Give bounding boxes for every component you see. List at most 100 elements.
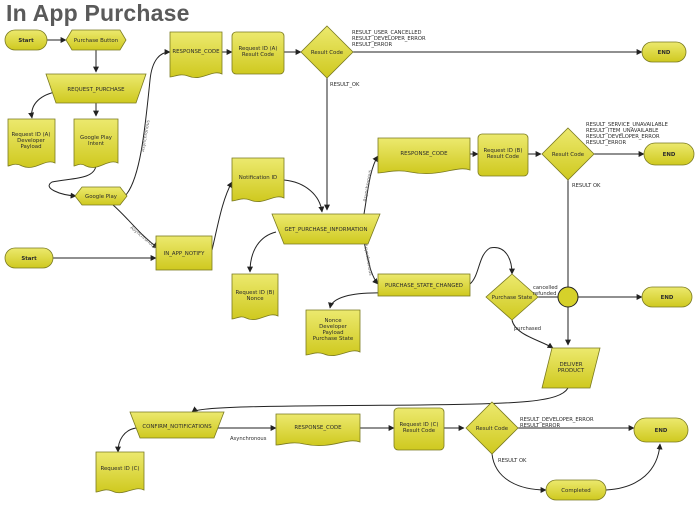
rc2-ok-label: RESULT OK <box>572 183 601 189</box>
req-a-dev-line-1: Request ID (A) <box>12 132 51 138</box>
result-code-2-label: Result Code <box>552 152 585 158</box>
rc2-error-2: RESULT_ITEM_UNAVAILABLE <box>586 128 658 134</box>
confirm-notifications-node <box>129 411 225 439</box>
async-label-1: Asynchronous <box>140 119 152 152</box>
rc1-ok-label: RESULT_OK <box>330 82 360 88</box>
async-label-4: Asynchronous <box>362 243 374 276</box>
purchase-state-diamond <box>485 273 539 321</box>
nonce-line-1: Nonce <box>324 318 342 324</box>
req-a-rc-node <box>231 31 285 75</box>
end-3-label: END <box>661 295 674 301</box>
edge-gplay-to-in-app-notify <box>111 203 159 249</box>
result-code-2-diamond <box>541 127 595 181</box>
start-node-1 <box>4 29 48 51</box>
edge-intent-to-google-play <box>48 164 97 199</box>
edge-deliver-to-confirm <box>191 387 569 413</box>
req-b-rc-line-1: Request ID (B) <box>484 148 523 154</box>
req-a-dev-doc <box>7 118 56 168</box>
end-node-2 <box>643 142 695 166</box>
edge-in-app-notify-to-notification-id <box>211 181 233 251</box>
rc2-error-3: RESULT_DEVELOPER_ERROR <box>586 134 660 140</box>
response-code-1-doc <box>169 31 223 78</box>
deliver-line-1: DELIVER <box>560 362 583 368</box>
rc2-error-1: RESULT_SERVICE_UNAVAILABLE <box>586 122 668 128</box>
end-2-label: END <box>663 152 676 158</box>
rc1-error-3: RESULT_ERROR <box>352 42 392 48</box>
req-c-rc-line-1: Request ID (C) <box>399 422 438 428</box>
request-purchase-label: REQUEST_PURCHASE <box>67 87 125 93</box>
diagram-title: In App Purchase <box>6 0 190 26</box>
edge-completed-to-end-4 <box>605 443 663 491</box>
nonce-payload-doc <box>305 309 361 356</box>
in-app-notify-label: IN_APP_NOTIFY <box>164 251 205 257</box>
start-1-label: Start <box>18 38 34 44</box>
purchase-state-label: Purchase State <box>492 295 533 301</box>
ps-purchased-label: purchased <box>514 326 541 332</box>
req-c-label: Request ID (C) <box>100 466 139 472</box>
deliver-product-node <box>541 347 601 389</box>
response-code-3-doc <box>275 413 361 446</box>
edge-get-info-to-response-code-2 <box>363 155 379 215</box>
edge-psc-to-nonce-doc <box>328 292 385 309</box>
google-play-label: Google Play <box>85 194 118 200</box>
rc1-error-1: RESULT_USER_CANCELLED <box>352 30 421 36</box>
async-label-3: Asynchronous <box>362 169 374 202</box>
edge-get-info-to-purchase-state-changed <box>363 241 379 285</box>
response-code-3-label: RESPONSE_CODE <box>294 425 342 431</box>
request-purchase-node <box>45 73 147 104</box>
result-code-3-diamond <box>465 401 519 455</box>
result-code-3-label: Result Code <box>476 426 509 432</box>
rc3-ok-label: RESULT OK <box>498 458 527 464</box>
req-a-dev-line-2: Developer <box>17 138 46 144</box>
gplay-intent-doc <box>73 118 119 168</box>
end-4-label: END <box>655 428 668 434</box>
google-play-node <box>74 186 128 206</box>
req-c-rc-line-2: Result Code <box>403 428 436 434</box>
end-node-4 <box>633 417 689 443</box>
ps-cancelled-line-1: cancelled <box>533 285 558 291</box>
edge-get-info-to-req-b-nonce <box>247 231 277 273</box>
deliver-line-2: PRODUCT <box>558 368 585 374</box>
notification-id-doc <box>231 157 285 202</box>
edges <box>28 37 663 493</box>
edge-notification-id-to-get-purchase-info <box>283 179 325 213</box>
end-1-label: END <box>658 50 671 56</box>
completed-label: Completed <box>561 488 590 494</box>
ps-cancelled-line-2: refunded <box>533 291 556 297</box>
req-a-rc-line-1: Request ID (A) <box>239 46 278 52</box>
nonce-line-3: Payload <box>322 330 343 336</box>
req-a-dev-line-3: Payload <box>20 144 41 150</box>
crossing-marker <box>557 286 579 308</box>
req-a-rc-line-2: Result Code <box>242 52 275 58</box>
response-code-2-label: RESPONSE_CODE <box>400 151 448 157</box>
purchase-button-label: Purchase Button <box>74 38 118 44</box>
notification-id-label: Notification ID <box>239 175 277 181</box>
purchase-state-changed-label: PURCHASE_STATE_CHANGED <box>385 283 463 289</box>
result-code-1-label: Result Code <box>311 50 344 56</box>
req-b-nonce-doc <box>231 273 279 320</box>
start-2-label: Start <box>21 256 37 262</box>
rc3-error-2: RESULT_ERROR <box>520 423 560 429</box>
edge-psc-to-purchase-state <box>469 247 515 285</box>
edge-result-code-3-to-completed <box>491 453 547 493</box>
end-node-3 <box>641 286 693 308</box>
edge-purchase-state-to-deliver <box>511 319 554 349</box>
edge-confirm-to-req-c <box>115 427 137 453</box>
req-c-rc-node <box>393 407 445 451</box>
nonce-line-4: Purchase State <box>313 336 354 342</box>
purchase-button-node <box>65 29 127 51</box>
get-purchase-info-node <box>271 213 381 245</box>
req-b-nonce-line-1: Request ID (B) <box>236 290 275 296</box>
end-node-1 <box>641 41 687 63</box>
req-b-rc-line-2: Result Code <box>487 154 520 160</box>
async-confirm-label: Asynchronous <box>230 436 267 442</box>
purchase-state-changed-node <box>377 273 471 297</box>
rc3-error-1: RESULT_DEVELOPER_ERROR <box>520 417 594 423</box>
async-label-2: Asynchronous <box>129 225 158 251</box>
completed-node <box>545 479 607 501</box>
response-code-1-label: RESPONSE_CODE <box>172 49 220 55</box>
confirm-notifications-label: CONFIRM_NOTIFICATIONS <box>142 424 212 430</box>
rc1-error-2: RESULT_DEVELOPER_ERROR <box>352 36 426 42</box>
req-b-rc-node <box>477 133 529 177</box>
